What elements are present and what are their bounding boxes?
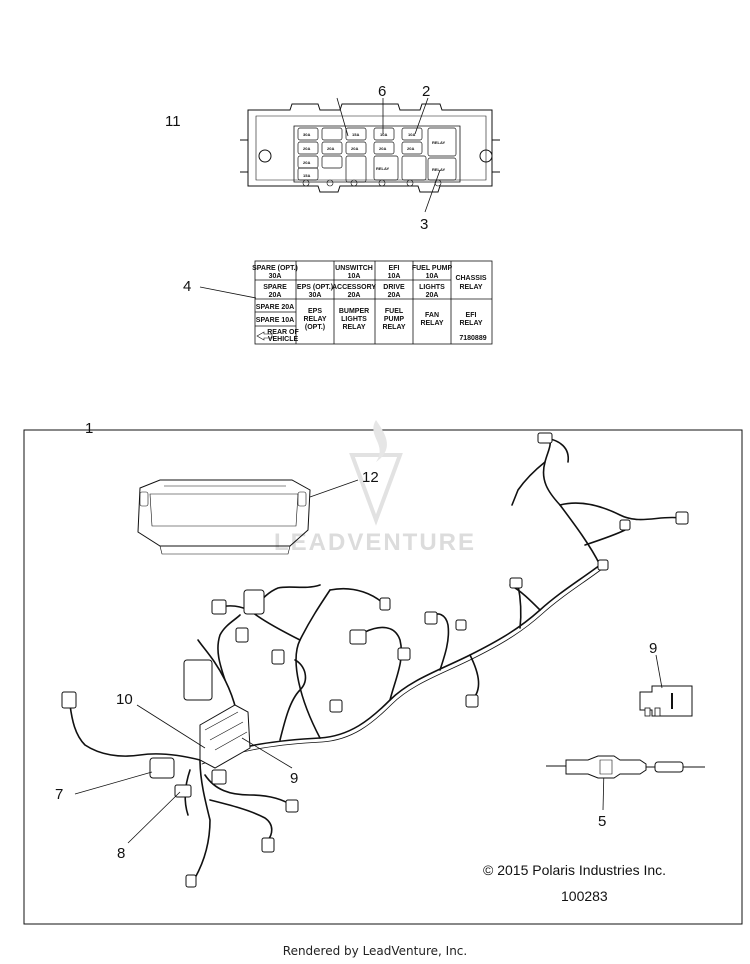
blade-fuse	[639, 685, 693, 717]
fuse-label-cell: RELAY	[459, 320, 482, 327]
fuse-label-text: 20A	[407, 146, 414, 151]
fuse-label-cell: RELAY	[342, 324, 365, 331]
callout-8: 8	[117, 845, 125, 862]
leader-line-12	[309, 479, 359, 498]
fuse-label-text: 20A	[379, 146, 386, 151]
figure-number: 100283	[561, 888, 608, 904]
fuse-label-cell: 20A	[348, 292, 361, 299]
fuse-label-cell: EFI	[466, 312, 477, 319]
callout-11: 11	[165, 113, 181, 130]
callout-6: 6	[378, 83, 386, 100]
wire-harness	[69, 437, 681, 879]
fuse-label-cell: SPARE	[263, 284, 287, 291]
callout-7: 7	[55, 786, 63, 803]
harness-connectors	[61, 432, 689, 888]
callout-9-harness: 9	[290, 770, 298, 787]
fuse-label-text: 10A	[408, 132, 415, 137]
fuse-label-cell: FUEL PUMP	[412, 265, 453, 272]
fuse-box-assembly	[240, 103, 500, 193]
relay-module	[199, 704, 251, 769]
fuse-label-text: 20A	[327, 146, 334, 151]
fuse-label-text: RELAY	[432, 167, 446, 172]
fuse-label-cell: RELAY	[303, 316, 326, 323]
fuse-label-cell: (OPT.)	[305, 324, 325, 331]
fuse-label-text: RELAY	[376, 166, 390, 171]
watermark-text: LEADVENTURE	[274, 529, 476, 556]
fuse-label-cell: 20A	[426, 292, 439, 299]
callout-5: 5	[598, 813, 606, 830]
fuse-label-text: 20A	[303, 160, 310, 165]
fuse-label-cell: CHASSIS	[455, 275, 486, 282]
callout-10: 10	[116, 691, 133, 708]
fuse-label-text-block: SPARE (OPT.) 30A UNSWITCH 10A EFI 10A FU…	[252, 265, 487, 343]
leader-lines-top	[199, 97, 441, 299]
fuse-box-fuse-labels: 30A 15A 10A 10A RELAY 20A 20A 20A 20A 20…	[303, 132, 446, 178]
fuse-label-cell: 10A	[388, 273, 401, 280]
fuse-label-cell: REAR OF	[267, 329, 299, 336]
fuse-label-cell: 10A	[426, 273, 439, 280]
callout-2: 2	[422, 83, 430, 100]
leadventure-watermark: LEADVENTURE	[274, 420, 476, 556]
fuse-label-cell: FUEL	[385, 308, 404, 315]
fuse-label-cell: EFI	[389, 265, 400, 272]
fuse-label-text: 30A	[303, 132, 310, 137]
callout-3: 3	[420, 216, 428, 233]
fuse-label-cell: 10A	[348, 273, 361, 280]
fuse-label-cell: EPS (OPT.)	[297, 284, 333, 291]
fuse-label-cell: SPARE 10A	[256, 317, 294, 324]
callout-1: 1	[85, 420, 93, 437]
fuse-label-cell: BUMPER	[339, 308, 369, 315]
fuse-label-cell: RELAY	[382, 324, 405, 331]
callout-12: 12	[362, 469, 379, 486]
inline-fuse-holder	[546, 755, 705, 779]
rendered-by-footer: Rendered by LeadVenture, Inc.	[282, 944, 468, 958]
fuse-label-cell: ACCESSORY	[332, 284, 376, 291]
fuse-label-cell: FAN	[425, 312, 439, 319]
copyright-notice: © 2015 Polaris Industries Inc.	[483, 862, 666, 878]
leader-line-9	[655, 654, 663, 689]
fuse-label-cell: SPARE 20A	[256, 304, 294, 311]
fuse-label-card	[254, 260, 493, 345]
fuse-label-cell: SPARE (OPT.)	[252, 265, 298, 272]
fuse-label-cell: 30A	[309, 292, 322, 299]
fuse-label-cell: RELAY	[459, 284, 482, 291]
fuse-label-cell: RELAY	[420, 320, 443, 327]
fuse-label-text: 20A	[351, 146, 358, 151]
callout-9-fuse: 9	[649, 640, 657, 657]
fuse-label-cell: LIGHTS	[341, 316, 367, 323]
relay-connectors	[149, 757, 227, 798]
callout-numbers: 11 6 2 3 4 1 12 9 10 9 7 5 8	[55, 83, 657, 862]
fuse-label-cell: 20A	[269, 292, 282, 299]
fuse-label-cell: EPS	[308, 308, 322, 315]
fuse-label-text: 10A	[380, 132, 387, 137]
fuse-label-cell: 30A	[269, 273, 282, 280]
fuse-label-cell: VEHICLE	[268, 336, 299, 343]
harness-frame	[23, 429, 743, 925]
fuse-label-text: 15A	[303, 173, 310, 178]
fuse-label-cell: 20A	[388, 292, 401, 299]
fuse-label-part-number: 7180889	[459, 335, 486, 342]
fuse-label-text: 20A	[303, 146, 310, 151]
fuse-box-cover	[137, 479, 311, 555]
fuse-label-cell: DRIVE	[383, 284, 405, 291]
fuse-label-text: RELAY	[432, 140, 446, 145]
fuse-label-cell: LIGHTS	[419, 284, 445, 291]
fuse-label-text: 15A	[352, 132, 359, 137]
callout-4: 4	[183, 278, 191, 295]
fuse-label-cell: PUMP	[384, 316, 405, 323]
fuse-label-cell: UNSWITCH	[335, 265, 373, 272]
